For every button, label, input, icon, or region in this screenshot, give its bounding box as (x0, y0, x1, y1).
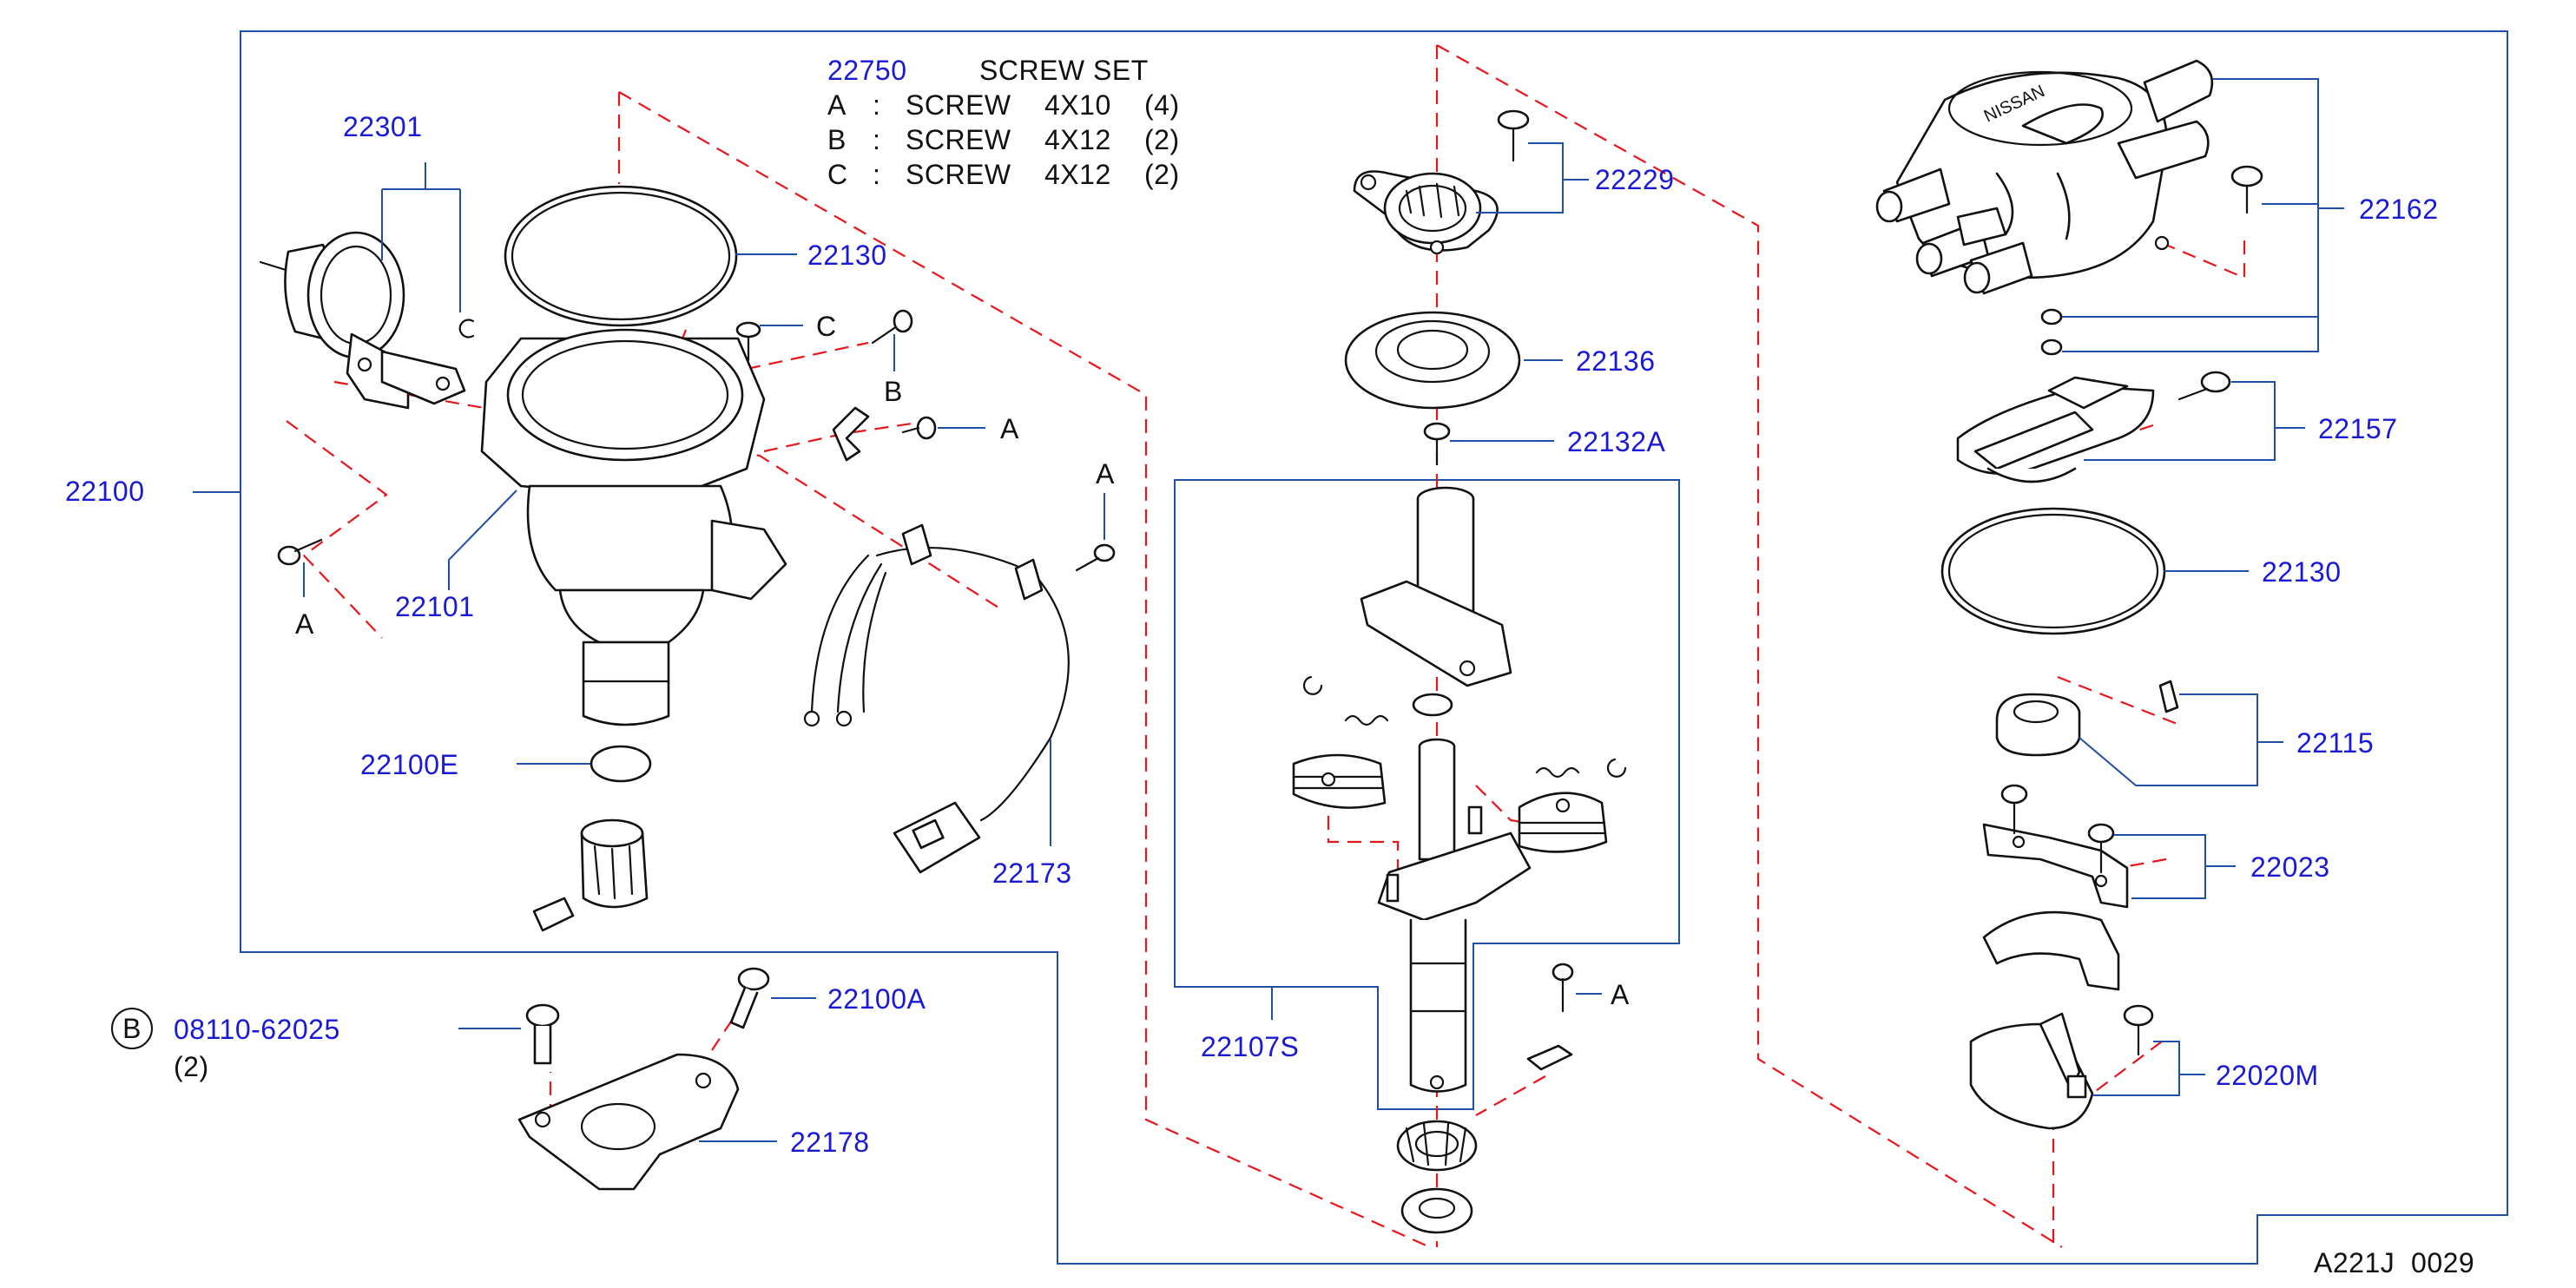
rotor-plate-drawing (1995, 680, 2179, 757)
callout-22130-right: 22130 (2262, 556, 2341, 588)
screw-set-title: SCREW SET (979, 55, 1149, 86)
screw-key-a-shaft: A (1611, 979, 1630, 1010)
leader-22020m (2092, 1041, 2205, 1096)
callout-22229: 22229 (1595, 164, 1674, 195)
row-key: A (827, 89, 847, 121)
callout-22100: 22100 (65, 476, 144, 507)
main-assembly-frame (240, 30, 2508, 1265)
callout-22107s: 22107S (1201, 1031, 1299, 1062)
screw-set-part-number: 22750 (827, 55, 906, 86)
row-qty: (2) (1144, 159, 1180, 190)
row-qty: (2) (1144, 124, 1180, 155)
row-size: 4X12 (1044, 124, 1111, 155)
cap-spring-retainer-drawing[interactable] (1353, 170, 1499, 255)
rotor-screw-drawing (2177, 371, 2231, 401)
bottom-bearing-drawing (1396, 1120, 1478, 1234)
cap-screw-drawing (2230, 165, 2263, 214)
row-name: SCREW (906, 159, 1011, 190)
pickup-coil-drawing (1982, 784, 2129, 909)
row-name: SCREW (906, 89, 1011, 121)
seal-22100e-drawing (590, 745, 652, 783)
screw-22132a-drawing (1423, 422, 1451, 466)
callout-22100e: 22100E (360, 749, 458, 780)
screw-set-row: B : SCREW 4X12 (2) (827, 124, 1180, 155)
screw-key-a-mid: A (1000, 413, 1019, 444)
screw-a-mid-drawing (901, 416, 937, 440)
row-qty: (4) (1144, 89, 1180, 121)
wiring-harness-drawing[interactable] (803, 523, 1070, 874)
pickup-bracket-drawing (1982, 910, 2120, 991)
screw-set-row: A : SCREW 4X10 (4) (827, 89, 1180, 121)
rotor-shaft-subassembly-frame (1174, 479, 1680, 1110)
leader-22301 (381, 162, 461, 312)
e-clip-drawing (458, 319, 475, 338)
callout-22136: 22136 (1576, 345, 1655, 377)
bolt-right-drawing (729, 967, 770, 1029)
row-name: SCREW (906, 124, 1011, 155)
leader-22157 (2084, 381, 2305, 461)
distributor-housing-drawing[interactable] (480, 328, 787, 726)
o-ring-right-drawing (1940, 507, 2166, 635)
dust-seal-drawing (1344, 311, 1521, 410)
row-size: 4X10 (1044, 89, 1111, 121)
bolt-marker-letter: B (122, 1013, 142, 1044)
screw-key-b-top: B (884, 376, 903, 407)
callout-22101: 22101 (395, 591, 474, 622)
callout-22132a: 22132A (1567, 426, 1665, 457)
diagram-code: A221J 0029 (2314, 1247, 2474, 1278)
screw-a-harness-drawing (1075, 543, 1116, 572)
callout-22115: 22115 (2296, 727, 2374, 759)
callout-22178: 22178 (790, 1127, 869, 1158)
screw-b-drawing (871, 309, 913, 345)
screw-a-left-drawing (277, 538, 323, 566)
cap-contacts-drawing (2040, 308, 2063, 356)
rotor-shaft-drawing[interactable] (1360, 486, 1532, 1093)
vacuum-controller-drawing[interactable] (259, 231, 466, 410)
leader-22115 (2079, 693, 2283, 786)
drive-gear-drawing (532, 818, 649, 932)
callout-22130-top: 22130 (807, 240, 886, 271)
leader-22162 (2062, 78, 2344, 352)
row-sep: : (873, 89, 880, 121)
callout-22023: 22023 (2250, 851, 2329, 883)
callout-22301: 22301 (343, 111, 422, 142)
o-ring-top-drawing (504, 185, 738, 327)
screw-22229-drawing (1497, 109, 1530, 162)
callout-bolt-part-no: 08110-62025 (174, 1014, 340, 1045)
bolt-quantity: (2) (174, 1051, 209, 1082)
screw-key-a-harness: A (1096, 458, 1115, 490)
screw-set-table: 22750 SCREW SET A : SCREW 4X10 (4) B : S… (827, 55, 1180, 190)
callout-22100a: 22100A (827, 983, 926, 1015)
mounting-bracket-drawing (517, 1053, 740, 1191)
leader-22023 (2114, 834, 2236, 899)
wire-clip-drawing (832, 406, 870, 462)
screw-key-c-top: C (816, 311, 837, 342)
leader-22229 (1476, 142, 1589, 214)
callout-22020m: 22020M (2216, 1060, 2319, 1091)
leader-22101 (448, 490, 517, 590)
row-key: B (827, 124, 847, 155)
rotor-head-drawing[interactable] (1956, 376, 2155, 483)
screw-c-drawing (735, 321, 761, 362)
callout-22157: 22157 (2318, 413, 2397, 444)
row-sep: : (873, 159, 880, 190)
callout-22173: 22173 (992, 858, 1071, 889)
row-sep: : (873, 124, 880, 155)
row-size: 4X12 (1044, 159, 1111, 190)
screw-a-shaft-drawing (1526, 963, 1574, 1071)
distributor-cap-drawing[interactable]: NISSAN (1875, 59, 2214, 295)
bolt-left-drawing (525, 1003, 560, 1065)
callout-22162: 22162 (2359, 194, 2438, 225)
bolt-marker-b: B (111, 1008, 153, 1049)
screw-set-row: C : SCREW 4X12 (2) (827, 159, 1180, 190)
screw-key-a-left: A (295, 608, 314, 640)
governor-weights-drawing (1292, 675, 1627, 853)
row-key: C (827, 159, 848, 190)
igniter-unit-drawing (1969, 1004, 2154, 1130)
